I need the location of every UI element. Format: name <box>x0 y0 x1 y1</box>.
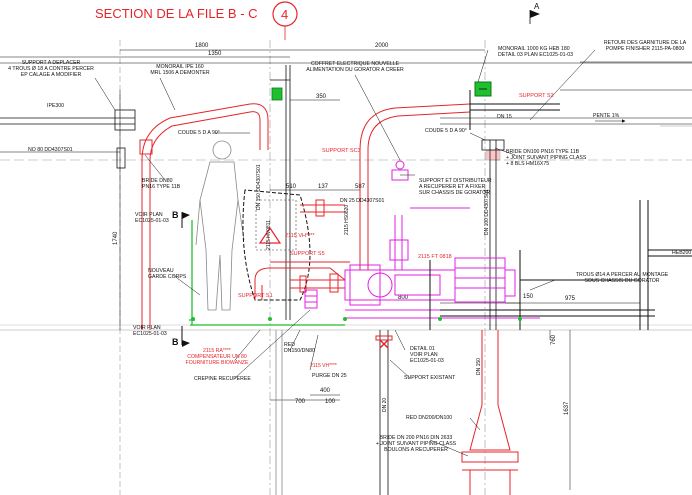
label-retour: RETOUR DES GARNITURE DE LA POMPE FINISHE… <box>603 40 687 53</box>
dim-100: 100 <box>325 399 336 405</box>
red-cross-bottom <box>379 339 389 349</box>
section-marker-b-left: B <box>172 210 190 228</box>
label-pente: PENTE 1% <box>593 113 620 119</box>
svg-text:B: B <box>172 337 179 347</box>
pipe-dn80-left <box>139 103 269 330</box>
dim-1740: 1740 <box>113 231 119 245</box>
reducer-dn200 <box>461 330 519 495</box>
support-dots <box>191 317 522 321</box>
dim-1637: 1637 <box>564 401 570 415</box>
dim-760: 760 <box>551 334 557 345</box>
svg-text:A: A <box>534 2 540 11</box>
label-support-existant: SUPPORT EXISTANT <box>404 375 456 381</box>
section-marker-a: A <box>529 2 540 24</box>
label-bride-dn100: BRIDE DN100 PN16 TYPE 11B + JOINT SUIVAN… <box>506 149 587 168</box>
label-heb200: HEB200 <box>672 250 692 256</box>
label-red-dn200: RED DN200/DN100 <box>406 415 453 421</box>
hopper-outline <box>242 189 311 301</box>
section-marker-b-bottom: B <box>172 326 190 347</box>
section-number: 4 <box>281 7 288 22</box>
label-coude-right: COUDE 5 D A 90° <box>425 128 467 134</box>
label-support-distrib: SUPPORT ET DISTRIBUTEUR A RECUPERER ET A… <box>419 178 492 197</box>
label-monorail-1000: MONORAIL 1000 KG HEB 180 DETAIL 03 PLAN … <box>498 46 573 59</box>
label-coude-left: COUDE 5 D A 90° <box>178 130 220 136</box>
label-dn150-bottom: DN 150 <box>476 358 482 375</box>
building-grid <box>0 40 692 495</box>
label-support-s1: SUPPORT S1 <box>238 293 273 299</box>
dim-2000: 2000 <box>375 43 389 49</box>
label-support-s2: SUPPORT S2 <box>519 93 554 99</box>
dim-510: 510 <box>286 184 297 190</box>
dim-1800: 1800 <box>195 43 209 49</box>
label-vh-2115: 2115 VH**** <box>285 233 315 239</box>
label-support-s5: SUPPORT S5 <box>290 251 325 257</box>
label-voir-plan-left: VOIR PLAN EC1025-01-03 <box>135 212 169 225</box>
ipe300-beam <box>0 109 136 169</box>
dim-1350: 1350 <box>208 51 222 57</box>
label-ft-0818: 2115 FT 0818 <box>418 254 452 260</box>
dim-350: 350 <box>316 94 327 100</box>
label-trous-14: TROUS Ø14 A PERCER AU MONTAGE SOUS CHASS… <box>575 272 669 285</box>
label-bride-dn80: BRIDE DN80 PN16 TYPE 11B <box>142 178 181 191</box>
drawing-title: SECTION DE LA FILE B - C <box>95 6 258 21</box>
label-2115-hs: 2115 HS0820 <box>344 205 350 235</box>
dimension-lines <box>119 49 640 490</box>
svg-text:B: B <box>172 210 179 220</box>
label-support-sc3: SUPPORT SC3 <box>322 148 361 154</box>
dim-975: 975 <box>565 296 576 302</box>
label-voir-plan-bottom: VOIR PLAN EC1025-01-03 <box>133 325 167 338</box>
label-2115-hv: 2115 HV0811 <box>266 220 272 250</box>
dim-137: 137 <box>318 184 329 190</box>
label-crepine: CREPINE RECUPEREE <box>194 376 251 382</box>
label-bride-dn200: BRIDE DN 200 PN16 DIN 2633 + JOINT SUIVA… <box>375 435 457 454</box>
compensator <box>304 289 318 309</box>
monorail-ipe160 <box>270 79 290 101</box>
leader-lines <box>94 49 596 457</box>
label-dn20: DN 20 <box>382 398 388 412</box>
operator-figure <box>195 140 245 311</box>
label-dn15: DN 15 <box>497 114 512 120</box>
label-vh-2115b: 2115 VH**** <box>310 363 337 369</box>
label-detail01: DETAIL 01 VOIR PLAN EC1025-01-03 <box>410 346 444 365</box>
dim-800: 800 <box>398 295 409 301</box>
dim-700: 700 <box>295 399 306 405</box>
skid-frame <box>429 200 692 330</box>
label-dn25: DN 25 DD4307S01 <box>340 198 385 204</box>
pipe-down-left <box>275 330 389 495</box>
monorail-1000kg <box>474 81 492 97</box>
label-ipe300: IPE300 <box>47 103 65 109</box>
label-red-dn150: RED DN150/DN80 <box>284 342 315 355</box>
pipe-main-red <box>254 199 350 300</box>
label-dn150-vertical: DN 150 DD4307S01 <box>256 164 262 210</box>
label-no80: NO 80 DD4307S01 <box>28 147 73 153</box>
warning-icon: ! <box>258 226 282 244</box>
pipe-dn100-vertical <box>481 139 505 330</box>
label-monorail-ipe: MONORAIL IPE 160 MRL 1506 A DEMONTER <box>150 64 210 77</box>
label-coffret: COFFRET ELECTRIQUE NOUVELLE ALIMENTATION… <box>306 61 404 74</box>
label-support-deplacer: SUPPORT A DEPLACER 4 TROUS Ø 18 A CONTRE… <box>8 60 94 79</box>
label-ra-2115: 2115 RA**** COMPENSATEUR UN 80 FOURNITUR… <box>185 348 249 367</box>
svg-text:!: ! <box>267 233 270 243</box>
label-dn100-vertical: DN 100 DD4307S01 <box>484 189 490 235</box>
dim-400: 400 <box>320 388 331 394</box>
dim-150: 150 <box>523 294 534 300</box>
label-purge: PURGE DN 25 <box>312 373 347 379</box>
label-nouveau-garde: NOUVEAU GARDE CORPS <box>148 268 187 281</box>
